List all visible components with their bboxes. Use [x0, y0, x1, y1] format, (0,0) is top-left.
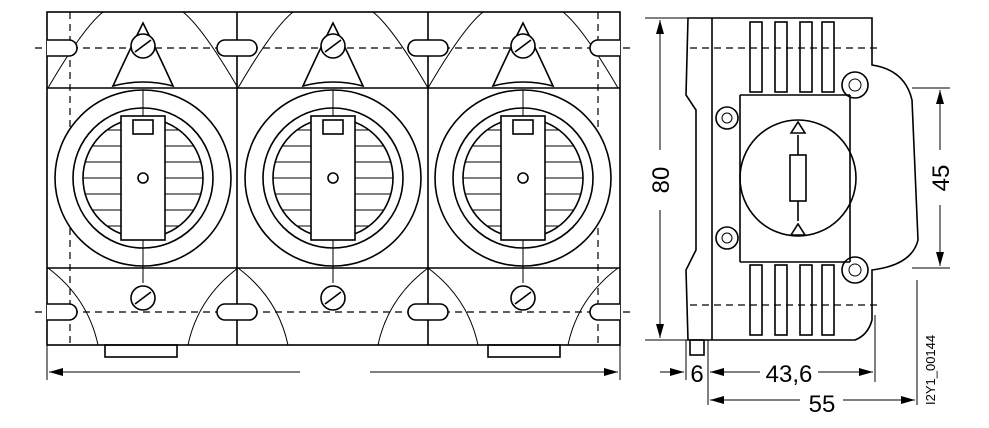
- terminal-block: [821, 264, 835, 336]
- mounting-slot: [216, 303, 258, 321]
- din-clip-right: [487, 344, 561, 358]
- fuse-module: [237, 11, 429, 346]
- fuse-module: [427, 11, 619, 346]
- front-view: [35, 11, 632, 358]
- screw-icon: [715, 226, 739, 250]
- mounting-slot: [407, 303, 449, 321]
- screw-icon: [841, 71, 869, 99]
- screw-icon: [715, 106, 739, 130]
- fuse-module: [47, 11, 239, 346]
- terminal-block: [799, 21, 813, 93]
- dimension-80-label: 80: [648, 167, 675, 194]
- mounting-slot: [47, 39, 78, 57]
- fuse-carrier: [310, 115, 356, 241]
- drawing-code: I2Y1_00144: [923, 335, 938, 405]
- fuse-holder-cap: [739, 119, 857, 237]
- mounting-slot: [589, 39, 620, 57]
- terminal-block: [774, 264, 788, 336]
- dimension-6-label: 6: [690, 361, 703, 388]
- screw-icon: [320, 285, 346, 311]
- center-hole: [137, 172, 149, 184]
- screw-icon: [510, 285, 536, 311]
- dimension-43-6-label: 43,6: [766, 361, 813, 388]
- terminal-block: [821, 21, 835, 93]
- mounting-slot: [47, 303, 78, 321]
- fuse-carrier: [120, 115, 166, 241]
- screw-icon: [130, 33, 156, 59]
- screw-icon: [130, 285, 156, 311]
- depth-dimensions: 6 43,6 55: [660, 280, 918, 418]
- dimension-55-label: 55: [809, 391, 836, 418]
- width-dimension: [46, 345, 621, 380]
- terminal-block: [749, 264, 763, 336]
- terminal-block: [774, 21, 788, 93]
- terminal-block: [749, 21, 763, 93]
- dimension-45-label: 45: [928, 165, 955, 192]
- center-hole: [327, 172, 339, 184]
- din-clip-left: [104, 344, 178, 358]
- rail-dimension: 45: [912, 87, 955, 269]
- mounting-slot: [407, 39, 449, 57]
- screw-icon: [510, 33, 536, 59]
- height-dimension: 80: [645, 17, 688, 341]
- side-body-outline: [685, 17, 919, 341]
- mounting-slot: [216, 39, 258, 57]
- screw-icon: [841, 256, 869, 284]
- front-body-outline: [46, 11, 621, 346]
- screw-icon: [320, 33, 346, 59]
- mounting-slot: [589, 303, 620, 321]
- center-hole: [517, 172, 529, 184]
- terminal-block: [799, 264, 813, 336]
- side-view: [685, 17, 919, 356]
